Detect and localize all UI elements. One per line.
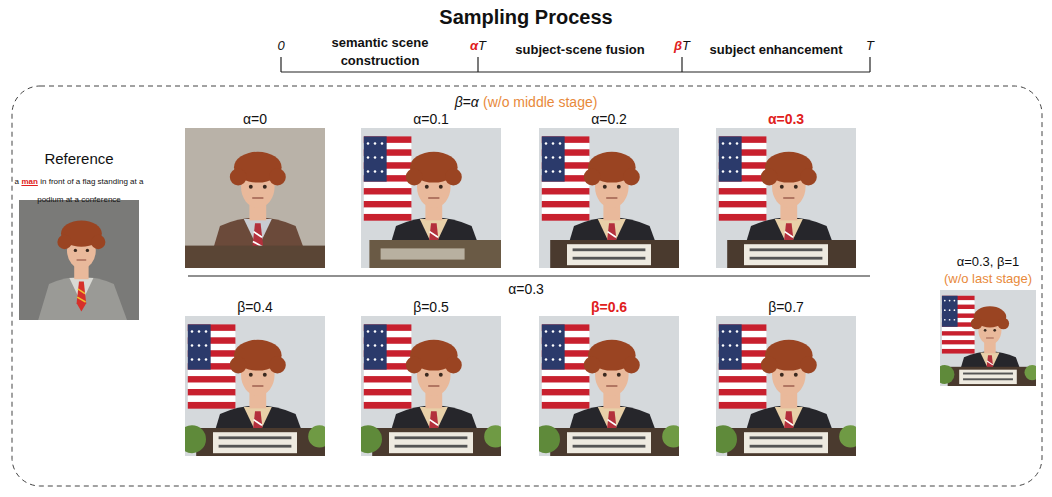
time-label: β <box>674 38 682 53</box>
row-note: (w/o middle stage) <box>483 94 597 110</box>
photo-panel <box>354 316 507 456</box>
row-heading: β=α <box>455 94 479 110</box>
photo-panel <box>539 128 679 268</box>
row-divider <box>188 275 870 276</box>
panel-label: α=0.2 <box>591 111 627 127</box>
text-group: 0 <box>261 36 301 54</box>
time-label: T <box>866 38 874 53</box>
panel-label: β=0.6 <box>591 299 627 315</box>
photo-panel <box>361 128 501 268</box>
time-label: T <box>478 38 486 53</box>
text-group: α=0.3 <box>726 110 846 128</box>
panel-label: α=0.1 <box>413 111 449 127</box>
panel-label: β=0.5 <box>413 299 449 315</box>
text-group: α=0.3, β=1 <box>936 252 1040 270</box>
timeline-tick <box>280 57 281 72</box>
photo-panel <box>19 200 139 320</box>
time-label: T <box>682 38 690 53</box>
panel-label: β=0.4 <box>237 299 273 315</box>
text-group: α=0.3 <box>466 280 586 298</box>
text-group: β=0.4 <box>195 298 315 316</box>
photo-panel <box>935 290 1040 386</box>
time-label: α <box>470 38 478 53</box>
prompt-text: a <box>15 177 19 186</box>
photo-panel <box>709 316 862 456</box>
text-group: β=α(w/o middle stage) <box>366 93 686 111</box>
panel-label: α=0 <box>243 111 267 127</box>
row-heading: α=0.3 <box>508 281 544 297</box>
text-group: βT <box>657 36 707 54</box>
text-group: semantic scene construction <box>305 33 455 70</box>
text-group: β=0.7 <box>726 298 846 316</box>
text-group: subject enhancement <box>686 40 866 58</box>
text-group: αT <box>453 36 503 54</box>
text-group: (w/o last stage) <box>936 269 1040 287</box>
text-group: β=0.5 <box>371 298 491 316</box>
stage-name: subject enhancement <box>710 42 843 57</box>
timeline-axis <box>281 71 870 72</box>
panel-note: (w/o last stage) <box>944 271 1032 286</box>
photo-panel <box>716 128 856 268</box>
text-group: α=0.2 <box>549 110 669 128</box>
photo-panel <box>185 128 325 268</box>
panel-label: α=0.3, β=1 <box>957 254 1020 269</box>
time-label: 0 <box>277 38 284 53</box>
text-group: Reference <box>9 150 149 168</box>
prompt-subject: man <box>21 177 37 186</box>
text-group: α=0.1 <box>371 110 491 128</box>
text-group: α=0 <box>195 110 315 128</box>
timeline-tick <box>477 57 478 72</box>
dashed-frame <box>12 86 1042 486</box>
text-group: T <box>850 36 890 54</box>
stage-name: semantic scene construction <box>332 35 429 68</box>
figure-title: Sampling Process <box>0 6 1052 29</box>
text-group: subject-scene fusion <box>485 40 675 58</box>
prompt-text: in front of a flag standing at a podium … <box>37 177 143 204</box>
timeline-tick <box>681 57 682 72</box>
panel-label: β=0.7 <box>768 299 804 315</box>
reference-heading: Reference <box>44 150 113 167</box>
photo-panel <box>178 316 331 456</box>
photo-panel <box>532 316 685 456</box>
text-group: β=0.6 <box>549 298 669 316</box>
timeline-tick <box>869 57 870 72</box>
panel-label: α=0.3 <box>768 111 804 127</box>
text-group: amanin front of a flag standing at a pod… <box>11 170 147 207</box>
stage-name: subject-scene fusion <box>515 42 644 57</box>
